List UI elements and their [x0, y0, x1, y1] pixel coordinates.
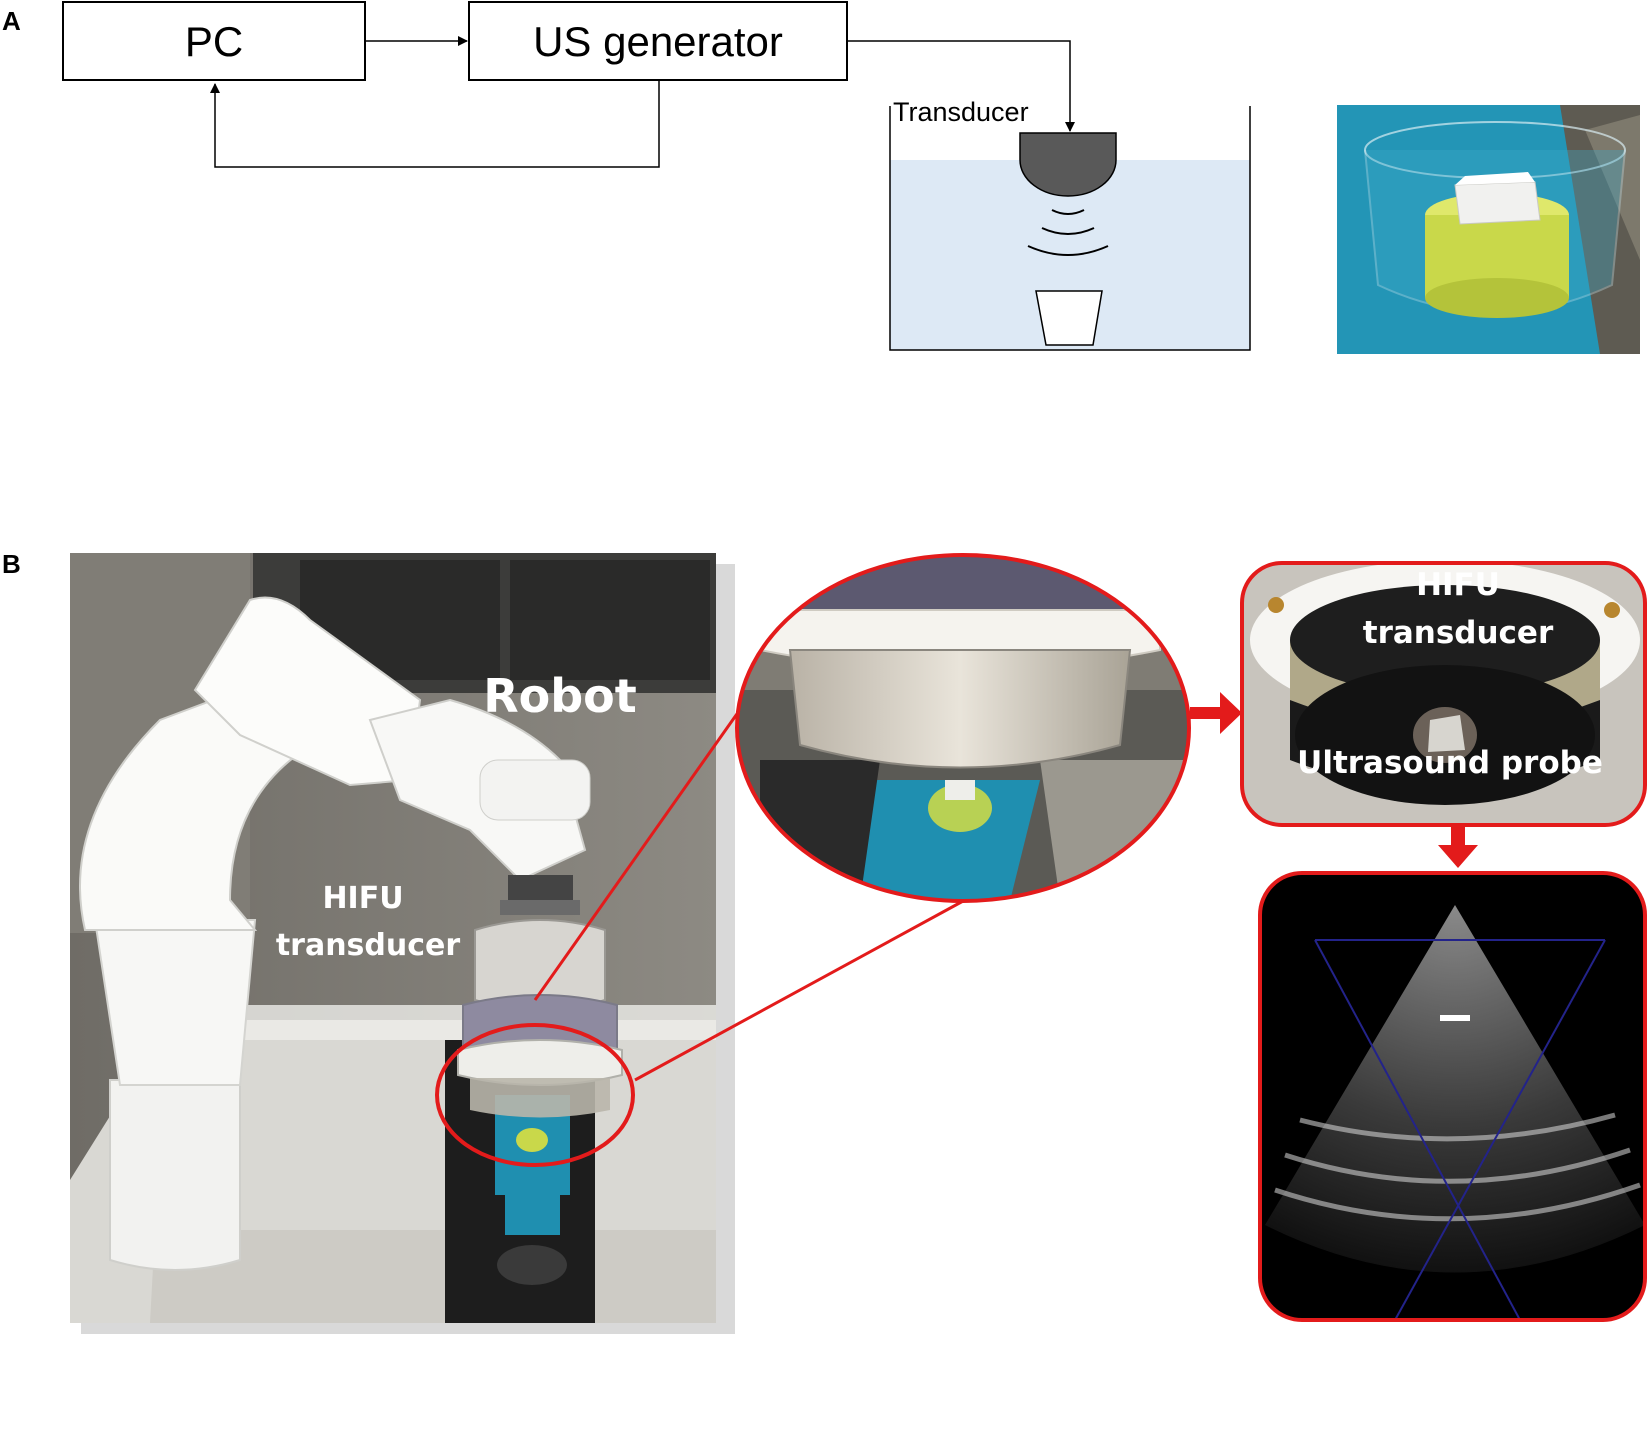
- transducer-label: Transducer: [893, 97, 1029, 127]
- zoom-connector-top: [533, 659, 777, 1001]
- generator-to-transducer-arrow: [847, 40, 1075, 132]
- zoom-ellipse: [735, 553, 1191, 903]
- robot-photo: Robot HIFU transducer: [70, 553, 735, 1334]
- tank-walls: [889, 106, 1251, 351]
- probe-label: Ultrasound probe: [1297, 745, 1603, 781]
- wave-arcs: [1027, 209, 1109, 256]
- generator-box: [468, 1, 848, 81]
- zoom-connector-bottom: [634, 898, 966, 1082]
- generator-label: US generator: [533, 18, 783, 65]
- zoom-ellipse-border: [735, 553, 1191, 903]
- panel-b-label: B: [2, 549, 21, 579]
- hifu-closeup-photo: HIFU transducer Ultrasound probe: [1240, 561, 1647, 827]
- ultrasound-image: [1258, 871, 1647, 1322]
- transducer-shape: [1019, 132, 1117, 197]
- robot-label: Robot: [483, 669, 637, 723]
- phantom-photo: [1337, 105, 1640, 354]
- hifu-label-line2: transducer: [276, 928, 461, 963]
- feedback-arrow: [210, 80, 660, 168]
- zoom-hifu-label-line2: transducer: [1363, 615, 1554, 651]
- zoom-hifu-label-line1: HIFU: [1416, 567, 1500, 603]
- panel-a-label: A: [2, 6, 21, 36]
- hifu-label-line1: HIFU: [322, 881, 403, 916]
- hifu-highlight-circle: [435, 1023, 635, 1167]
- target-cup: [1035, 290, 1103, 346]
- pc-box: [62, 1, 366, 81]
- pc-label: PC: [185, 18, 243, 65]
- red-arrow-right: [1190, 692, 1242, 734]
- red-arrow-down: [1438, 826, 1478, 868]
- panel-b: B: [2, 549, 1647, 1334]
- panel-a: A PC US generator Transducer: [2, 1, 1640, 354]
